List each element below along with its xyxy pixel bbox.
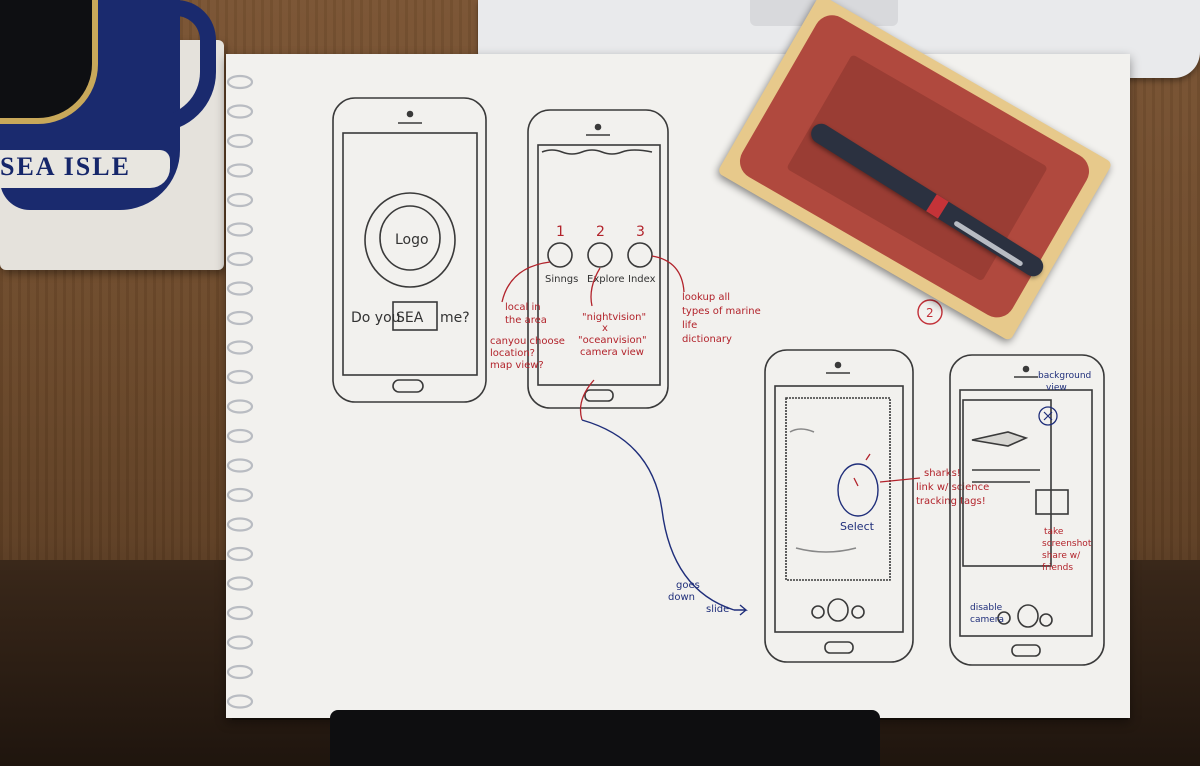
spiral-ring <box>226 369 254 385</box>
mug-label-band <box>0 150 170 188</box>
select-label: Select <box>840 520 875 533</box>
note-line: share w/ <box>1042 551 1081 561</box>
menu-label-sightings: Sinngs <box>545 274 578 285</box>
note-index: lookup all types of marine life dictiona… <box>682 292 761 345</box>
note-screenshot: take screenshot share w/ friends <box>1042 527 1092 573</box>
menu-number-2: 2 <box>596 224 605 240</box>
mug-label: SEA ISLE <box>0 152 131 181</box>
note-line: link w/ science <box>916 482 989 493</box>
logo-label: Logo <box>395 232 429 248</box>
note-line: take <box>1044 527 1064 537</box>
phone-sketch-1 <box>332 97 487 403</box>
select-circle <box>837 463 879 517</box>
phone-sketch-2 <box>527 109 669 409</box>
note-line: tracking tags! <box>916 496 986 507</box>
tagline-left: Do you <box>351 310 401 326</box>
note-disable: disable camera <box>970 603 1004 625</box>
spiral-binding <box>226 74 254 709</box>
spiral-ring <box>226 251 254 267</box>
note-line: map view? <box>490 360 544 371</box>
spiral-ring <box>226 694 254 709</box>
note-line: sharks! <box>924 468 961 479</box>
note-background: background view <box>1038 371 1091 393</box>
note-sightings: local in the area canyou choose location… <box>490 302 565 371</box>
note-line: slide <box>706 604 729 615</box>
spiral-ring <box>226 517 254 532</box>
menu-number-3: 3 <box>636 224 645 240</box>
spiral-ring <box>226 576 254 591</box>
menu-numbers: 1 2 3 <box>556 224 645 240</box>
spiral-ring <box>226 635 254 650</box>
spiral-ring <box>226 487 254 503</box>
note-line: friends <box>1042 563 1073 573</box>
note-explore: "nightvision" x "oceanvision" camera vie… <box>578 312 647 358</box>
select-marks <box>853 453 871 487</box>
spiral-ring <box>226 546 254 562</box>
screen3-pointer <box>879 477 921 483</box>
menu-label-index: Index <box>628 274 656 285</box>
note-line: the area <box>505 315 547 326</box>
flow-arrow <box>581 419 735 611</box>
note-line: screenshot <box>1042 539 1092 549</box>
spiral-ring <box>226 192 254 208</box>
mug-coffee <box>0 0 98 124</box>
note-line: disable <box>970 603 1003 613</box>
note-sharks: sharks! link w/ science tracking tags! <box>916 468 989 507</box>
spiral-ring <box>226 281 254 296</box>
spiral-ring <box>226 74 254 90</box>
spiral-ring <box>226 104 254 119</box>
note-line: lookup all <box>682 292 730 303</box>
note-line: "oceanvision" <box>578 335 647 346</box>
note-line: canyou choose <box>490 336 565 347</box>
phone-sketch-3 <box>764 349 914 663</box>
note-line: dictionary <box>682 334 732 345</box>
note-line: camera view <box>580 347 644 358</box>
menu-label-explore: Explore <box>587 274 625 285</box>
flow-arrowhead <box>734 604 748 616</box>
note-line: location? <box>490 348 535 359</box>
step-marker: 2 <box>926 306 934 320</box>
note-line: goes <box>676 580 700 591</box>
note-line: background <box>1038 371 1091 381</box>
close-icon <box>1038 406 1058 426</box>
spiral-ring <box>226 222 254 237</box>
note-line: types of marine <box>682 306 761 317</box>
spiral-ring <box>226 458 254 473</box>
tagline-right: me? <box>440 310 470 326</box>
spiral-ring <box>226 133 254 149</box>
step-marker-circle <box>917 299 943 325</box>
note-line: camera <box>970 615 1004 625</box>
note-line: down <box>668 592 695 603</box>
spiral-ring <box>226 399 254 414</box>
tagline-boxed: SEA <box>396 310 424 326</box>
phone-sketch-4 <box>949 354 1105 666</box>
flow-note: goes down slide <box>668 580 729 615</box>
spiral-ring <box>226 310 254 326</box>
menu-labels: Sinngs Explore Index <box>545 274 656 285</box>
spiral-ring <box>226 428 254 444</box>
note-line: life <box>682 320 697 331</box>
chair-back <box>330 710 880 766</box>
note-line: local in <box>505 302 541 313</box>
spiral-ring <box>226 163 254 178</box>
note-line: view <box>1046 383 1067 393</box>
close-icon-cross <box>1043 411 1053 421</box>
spiral-ring <box>226 340 254 355</box>
spiral-ring <box>226 664 254 680</box>
spiral-ring <box>226 605 254 621</box>
annotation-arrows <box>501 255 685 421</box>
note-line: x <box>602 323 608 334</box>
menu-number-1: 1 <box>556 224 565 240</box>
note-line: "nightvision" <box>582 312 646 323</box>
